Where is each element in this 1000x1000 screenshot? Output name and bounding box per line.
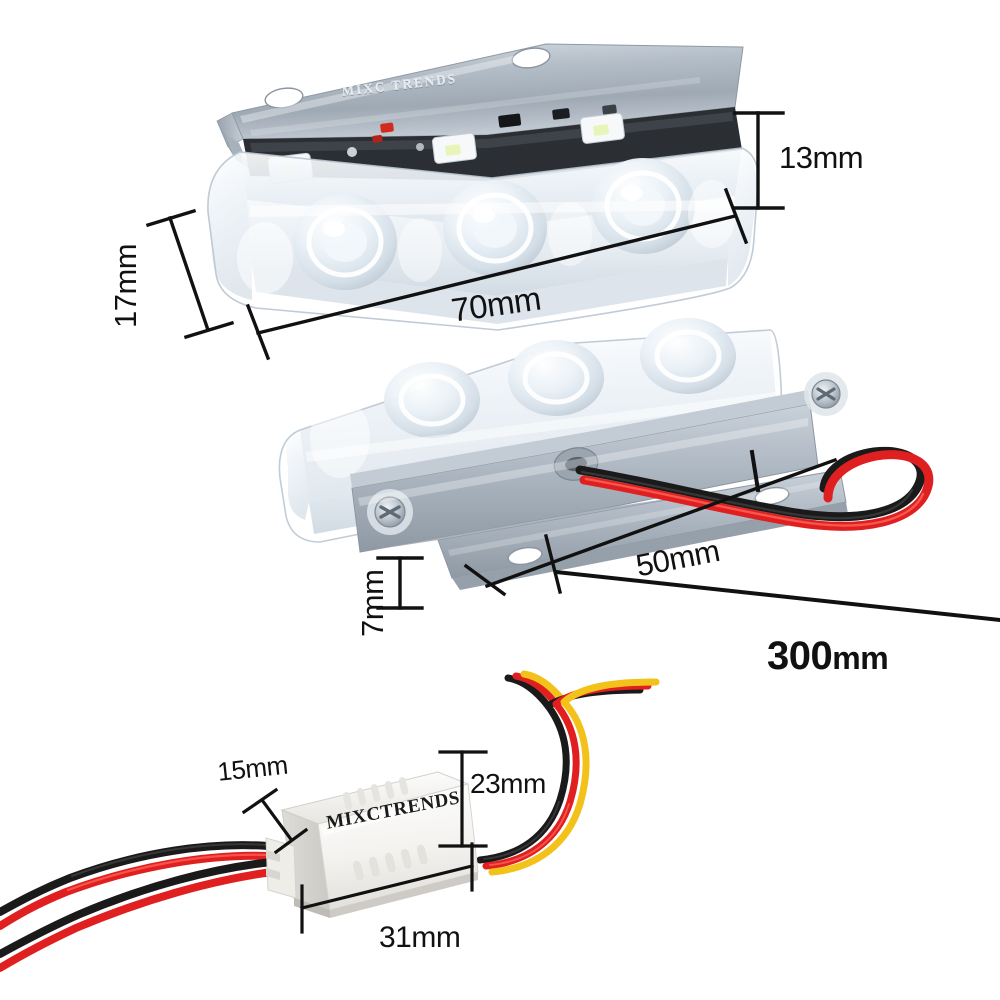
dimension-15mm — [241, 787, 309, 855]
dimension-13mm — [733, 111, 785, 210]
dimension-300-unit: mm — [832, 640, 889, 676]
dimension-label-23mm: 23mm — [470, 768, 546, 799]
bracket-hole-left — [264, 87, 304, 109]
bracket-hole-right — [511, 47, 551, 69]
controller-vents-bottom — [352, 844, 428, 881]
dimension-50mm — [463, 457, 838, 597]
led-lamp-top-unit — [207, 43, 759, 331]
dimension-7mm — [376, 556, 424, 610]
dimension-300-value: 300 — [767, 634, 833, 678]
led-lamp-middle-unit — [278, 318, 934, 590]
dimension-31mm — [300, 842, 474, 934]
pcb-component-red — [380, 122, 394, 133]
dimension-label-17mm: 17mm — [108, 243, 143, 328]
dimension-17mm — [145, 208, 235, 340]
screw-right — [804, 372, 848, 416]
controller-box — [265, 771, 479, 918]
bracket-hole-1 — [507, 546, 543, 566]
dimension-300mm — [553, 449, 1000, 623]
dimension-23mm — [438, 750, 488, 848]
screw-left — [367, 489, 413, 535]
controller-vents-top — [342, 777, 409, 810]
dimension-label-31mm: 31mm — [379, 921, 461, 954]
wire-ribbon-output — [476, 670, 660, 876]
controller-unit — [0, 670, 660, 972]
lens-housing-top — [207, 147, 759, 331]
dimension-label-13mm: 13mm — [779, 140, 864, 175]
wire-pair-input — [0, 841, 276, 972]
dimension-70mm — [245, 187, 749, 361]
wire-pair-middle — [575, 446, 934, 531]
dimension-label-7mm: 7mm — [355, 569, 390, 637]
dimension-label-300mm: 300mm — [767, 634, 889, 679]
bracket-hole-2 — [754, 486, 790, 506]
